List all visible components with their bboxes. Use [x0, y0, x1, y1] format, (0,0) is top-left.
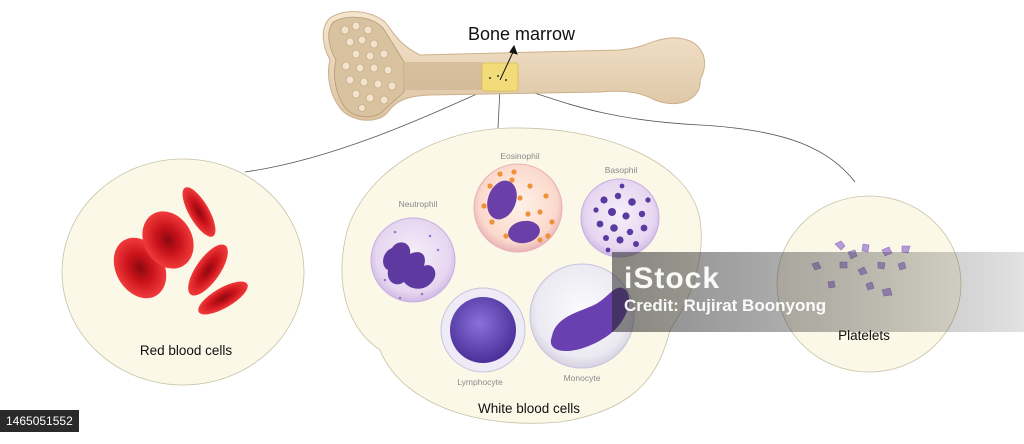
white-blood-cells-label: White blood cells — [477, 401, 581, 416]
eosin-granules — [481, 169, 555, 243]
connector-wbc — [497, 87, 501, 129]
rbc-group — [113, 187, 248, 315]
basophil-label: Basophil — [604, 165, 638, 175]
monocyte-cell — [529, 263, 635, 369]
image-id-badge: 1465051552 — [0, 410, 79, 432]
connector-rbc — [244, 87, 491, 173]
red-blood-cells-label: Red blood cells — [139, 343, 233, 358]
watermark-logo: iStock — [624, 262, 721, 295]
rbc-cell — [198, 281, 248, 315]
basophil-granules — [593, 183, 651, 253]
neutrophil-label: Neutrophil — [398, 199, 438, 209]
eosinophil-label: Eosinophil — [500, 151, 540, 161]
spongy-pores — [340, 21, 397, 112]
bone-illustration — [322, 11, 706, 121]
bone-marrow-region — [481, 62, 519, 92]
watermark-credit: Credit: Rujirat Boonyong — [624, 296, 827, 315]
rbc-cell — [142, 211, 194, 269]
marrow-cavity — [405, 62, 483, 90]
neutrophil-cell — [370, 217, 456, 303]
basophil-cell — [580, 178, 660, 258]
connector-platelets — [511, 85, 856, 183]
eosinophil-cell — [473, 163, 563, 253]
bone-marrow-label: Bone marrow — [468, 24, 576, 44]
bone-marrow-arrow — [499, 44, 518, 81]
lymphocyte-cell — [440, 287, 526, 373]
connector-lines — [244, 85, 856, 183]
rbc-cell — [188, 244, 228, 296]
rbc-cell — [182, 187, 216, 237]
watermark-band — [612, 252, 1024, 332]
panel-white-blood-cells — [341, 127, 702, 424]
monocyte-label: Monocyte — [563, 373, 601, 383]
lymphocyte-label: Lymphocyte — [457, 377, 503, 387]
panel-red-blood-cells — [61, 158, 305, 386]
